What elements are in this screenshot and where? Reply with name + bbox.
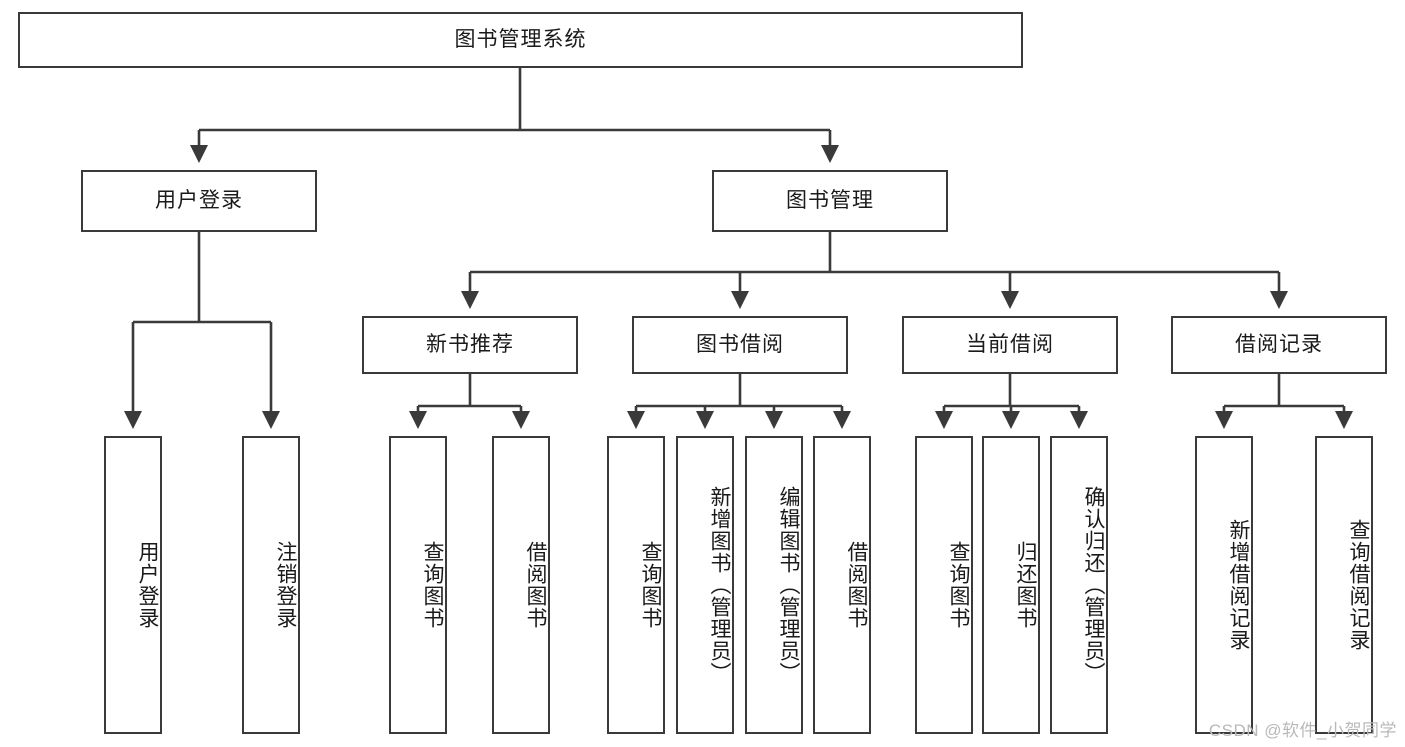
leaf-recommend-query-book[interactable]: 查询图书 [389,436,447,734]
node-label: 借阅图书 [845,541,868,629]
node-label: 确认归还（管理员） [1082,486,1105,684]
node-label: 当前借阅 [966,333,1054,357]
node-label: 归还图书 [1014,541,1037,629]
node-label: 图书管理系统 [454,28,587,52]
leaf-borrow-add-book[interactable]: 新增图书（管理员） [676,436,734,734]
leaf-user-login-logout[interactable]: 注销登录 [242,436,300,734]
node-borrow-record[interactable]: 借阅记录 [1171,316,1387,374]
node-label: 新书推荐 [426,333,514,357]
leaf-borrow-edit-book[interactable]: 编辑图书（管理员） [745,436,803,734]
node-label: 新增图书（管理员） [708,486,731,684]
leaf-recommend-borrow-book[interactable]: 借阅图书 [492,436,550,734]
leaf-borrow-borrow-book[interactable]: 借阅图书 [813,436,871,734]
node-label: 新增借阅记录 [1227,519,1250,651]
node-label: 查询图书 [421,541,444,629]
node-book-management[interactable]: 图书管理 [712,170,948,232]
node-label: 编辑图书（管理员） [777,486,800,684]
node-label: 图书管理 [786,189,874,213]
node-root-system[interactable]: 图书管理系统 [18,12,1023,68]
node-label: 用户登录 [136,541,159,629]
node-label: 查询借阅记录 [1347,519,1370,651]
node-label: 注销登录 [274,541,297,629]
node-label: 借阅图书 [524,541,547,629]
leaf-current-confirm-return[interactable]: 确认归还（管理员） [1050,436,1108,734]
node-label: 查询图书 [639,541,662,629]
node-book-borrow[interactable]: 图书借阅 [632,316,848,374]
node-label: 借阅记录 [1235,333,1323,357]
node-new-book-recommend[interactable]: 新书推荐 [362,316,578,374]
leaf-record-add-record[interactable]: 新增借阅记录 [1195,436,1253,734]
node-label: 图书借阅 [696,333,784,357]
leaf-borrow-query-book[interactable]: 查询图书 [607,436,665,734]
node-label: 用户登录 [155,189,243,213]
node-user-login[interactable]: 用户登录 [81,170,317,232]
node-label: 查询图书 [947,541,970,629]
leaf-record-query-record[interactable]: 查询借阅记录 [1315,436,1373,734]
leaf-current-return-book[interactable]: 归还图书 [982,436,1040,734]
leaf-user-login-login[interactable]: 用户登录 [104,436,162,734]
watermark-csdn: CSDN @软件_小贺同学 [1208,721,1397,740]
node-current-borrow[interactable]: 当前借阅 [902,316,1118,374]
leaf-current-query-book[interactable]: 查询图书 [915,436,973,734]
